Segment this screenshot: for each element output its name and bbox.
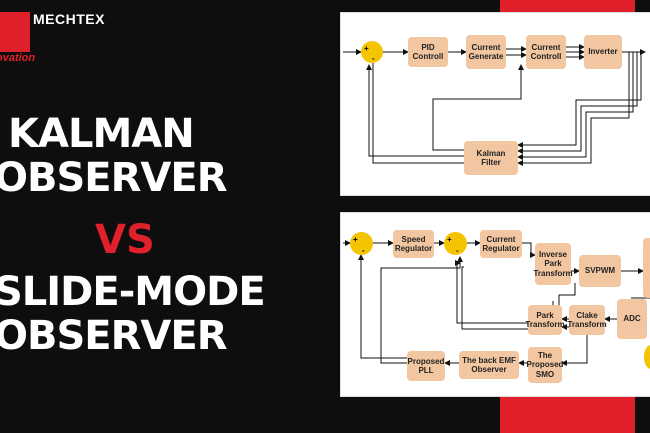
bottom-red-bar [500, 397, 635, 433]
smo-diagram-panel: + - + - Speed Regulator Current Regulato… [340, 212, 650, 397]
kalman-connectors [343, 44, 646, 166]
park-transform-block: Park Transform [525, 305, 565, 335]
title-line-3: SLIDE-MODE [0, 269, 266, 315]
smo-minus-sign-1: - [362, 246, 365, 255]
clarke-transform-block: Clake Transform [567, 305, 607, 335]
vs-label: VS [95, 217, 155, 263]
brand-name: MECHTEX [33, 11, 105, 27]
inverter-block: Inverter [584, 35, 622, 69]
current-generate-block: Current Generate [466, 35, 506, 69]
current-controller-block: Current Controll [526, 35, 566, 69]
kalman-diagram-panel: + - PID Controll Current Generate Curren… [340, 12, 650, 196]
smo-summing-junction-2 [444, 232, 467, 255]
smo-summing-junction-1 [350, 232, 373, 255]
top-red-bar [500, 0, 635, 12]
title-line-1: KALMAN [8, 111, 195, 157]
inverter-block-partial [643, 238, 650, 298]
kalman-filter-block: Kalman Filter [464, 141, 518, 175]
smo-plus-sign-1: + [353, 235, 358, 244]
smo-motor-node [644, 345, 650, 369]
kalman-plus-sign: + [364, 44, 369, 53]
adc-block: ADC [617, 299, 647, 339]
current-regulator-block: Current Regulator [480, 230, 522, 258]
title-line-2: OBSERVER [0, 155, 228, 201]
svpwm-block: SVPWM [579, 255, 621, 287]
smo-minus-sign-2: - [456, 246, 459, 255]
brand-tagline: ovation [0, 52, 36, 64]
pid-controller-block: PID Controll [408, 37, 448, 67]
speed-regulator-block: Speed Regulator [393, 230, 434, 258]
smo-connectors [343, 240, 650, 366]
proposed-pll-block: Proposed PLL [407, 351, 445, 381]
inverse-park-transform-block: Inverse Park Transform [533, 243, 573, 285]
back-emf-observer-block: The back EMF Observer [459, 351, 519, 379]
kalman-summing-junction [361, 41, 383, 63]
proposed-smo-block: The Proposed SMO [527, 347, 563, 383]
kalman-minus-sign: - [372, 54, 375, 63]
smo-plus-sign-2: + [447, 235, 452, 244]
logo-mark [0, 12, 30, 52]
title-line-4: OBSERVER [0, 313, 228, 359]
